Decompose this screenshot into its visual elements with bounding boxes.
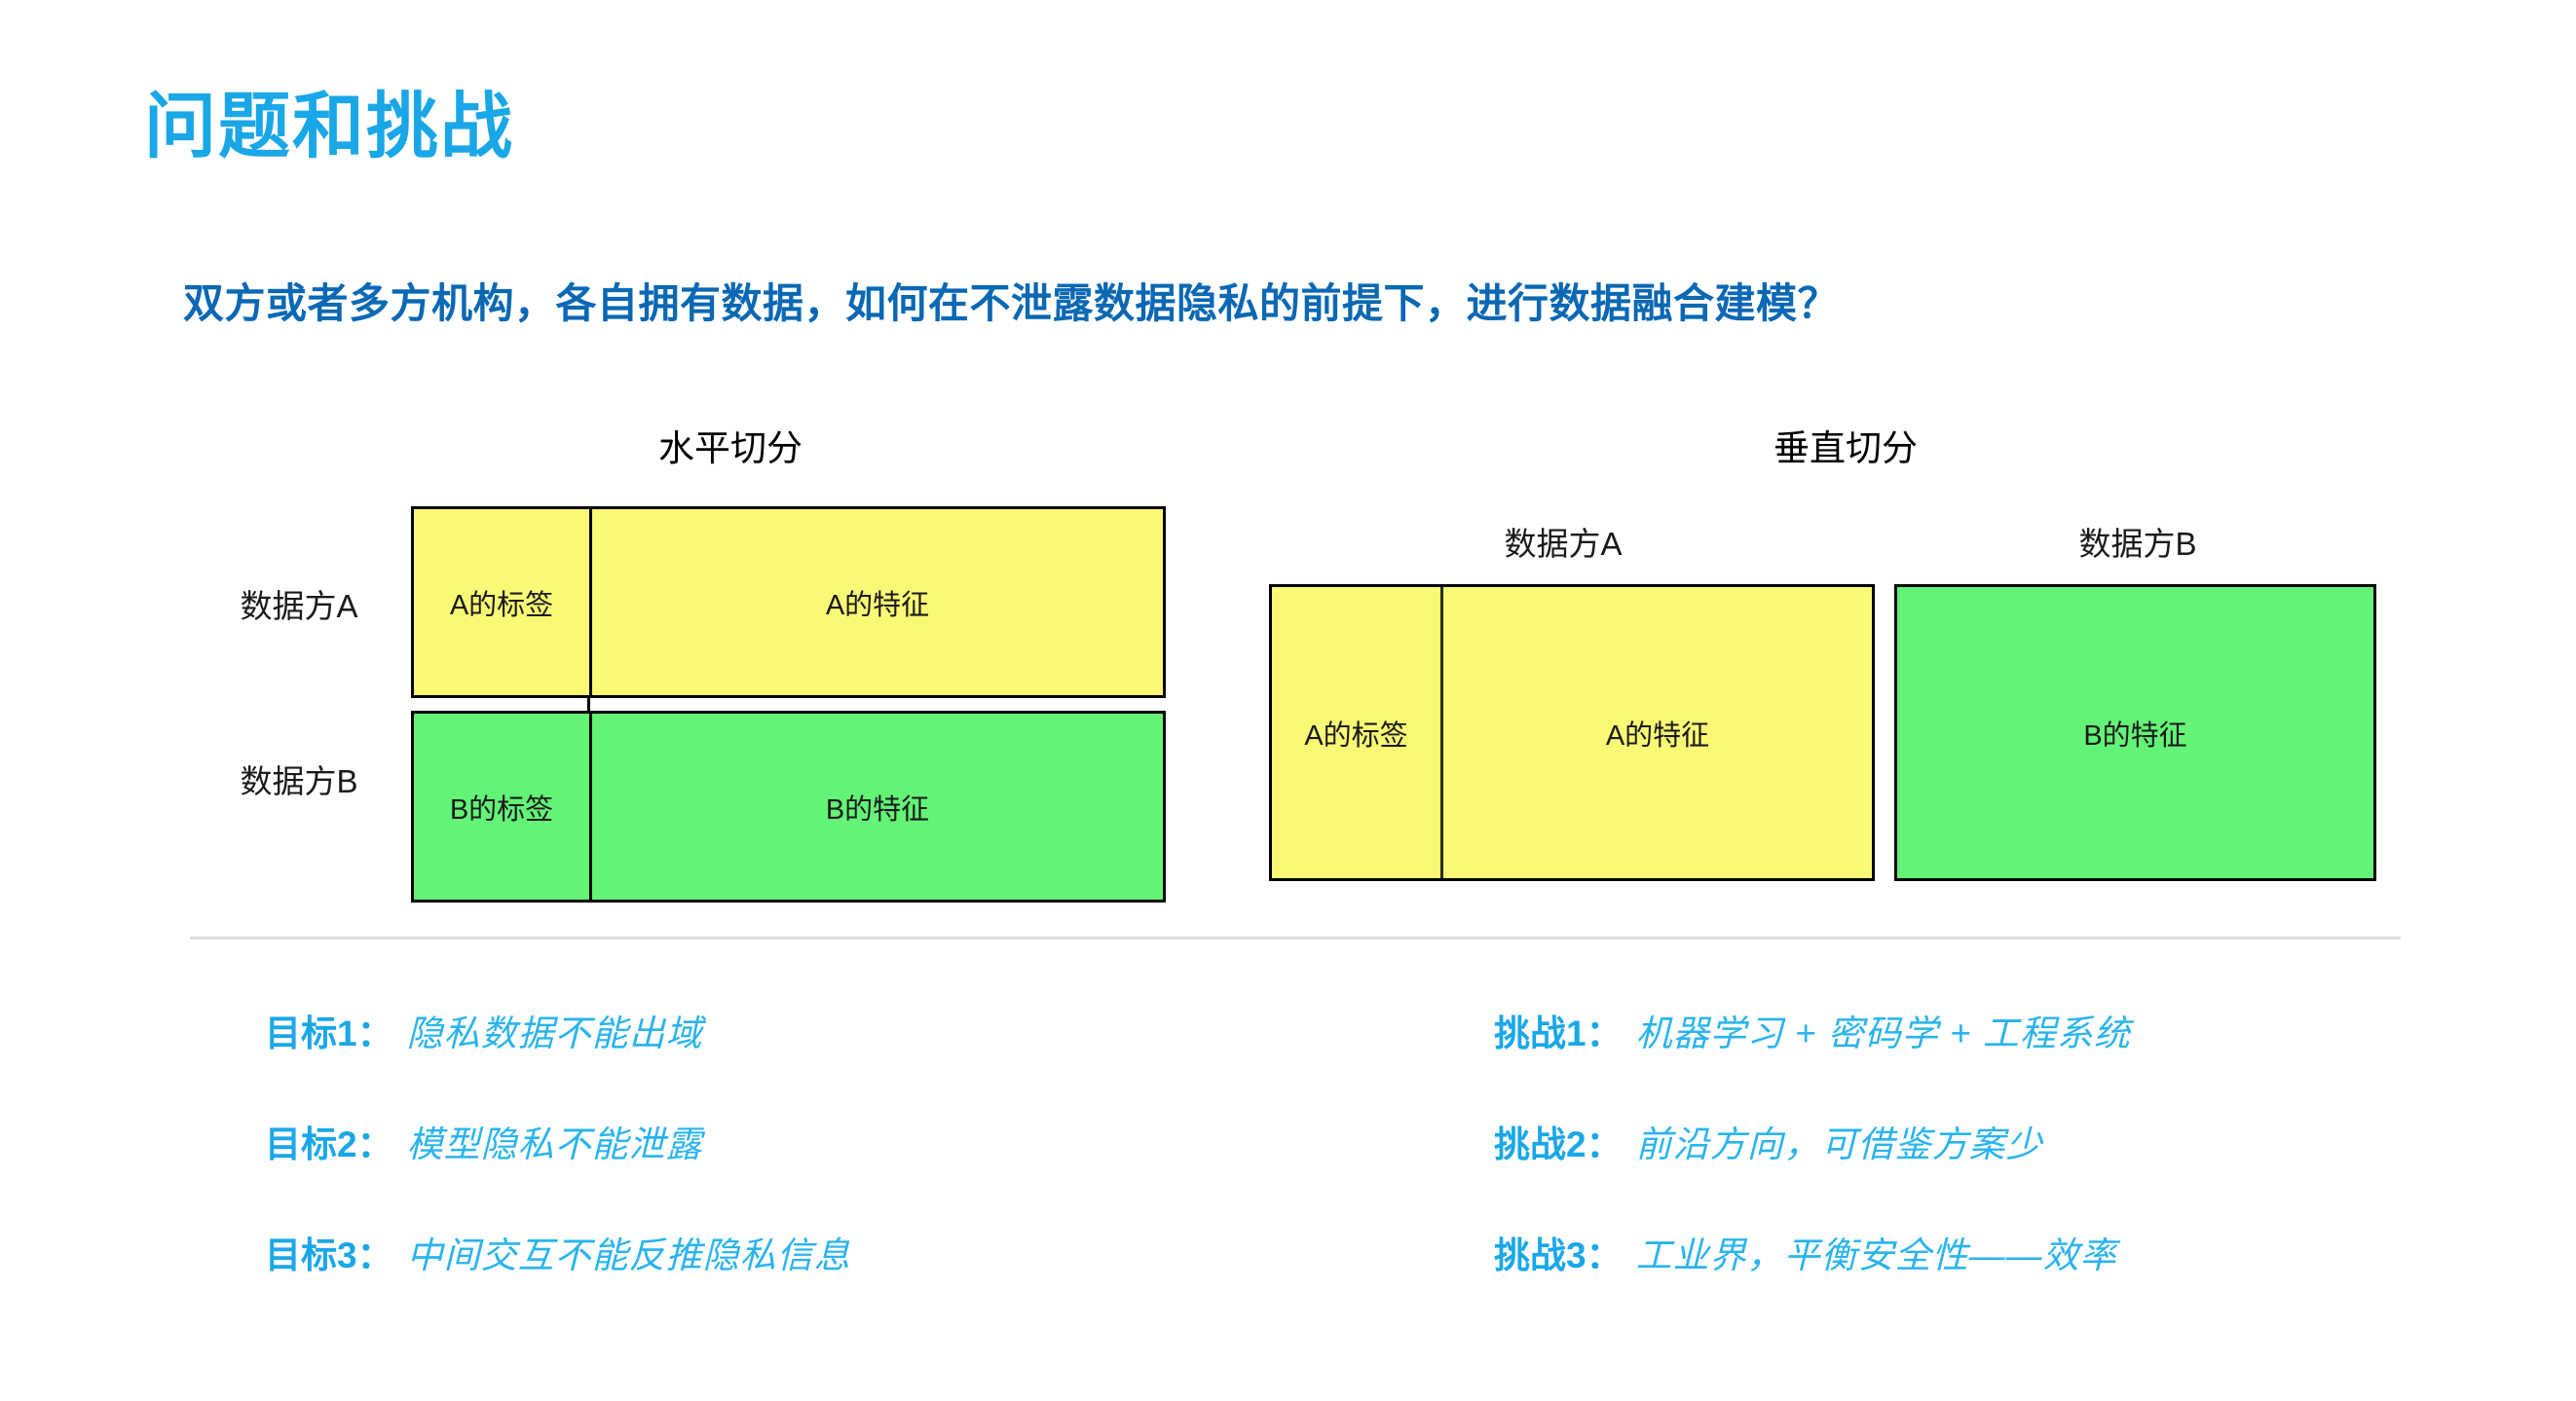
goal-item-3: 目标3： 中间交互不能反推隐私信息 (265, 1226, 851, 1278)
subtitle-question: 双方或者多方机构，各自拥有数据，如何在不泄露数据隐私的前提下，进行数据融合建模？ (183, 280, 1840, 326)
challenge-item-1: 挑战1： 机器学习 + 密码学 + 工程系统 (1494, 1004, 2131, 1056)
column-divider-connector (587, 697, 590, 713)
page-title: 问题和挑战 (144, 86, 514, 166)
goal-label-2: 目标2： (265, 1124, 393, 1164)
goal-label-1: 目标1： (265, 1014, 393, 1053)
challenge-text-3: 工业界，平衡安全性——效率 (1635, 1235, 2117, 1275)
vertical-block-party-b: B的特征 (1894, 584, 2376, 881)
goal-label-3: 目标3： (265, 1235, 393, 1275)
cell-features-party-a: A的特征 (825, 589, 930, 621)
vertical-cell-features-party-a: A的特征 (1605, 719, 1710, 752)
cell-label-party-b: B的标签 (414, 714, 592, 900)
goal-item-1: 目标1： 隐私数据不能出域 (265, 1004, 703, 1056)
diagram-title-horizontal-split: 水平切分 (658, 428, 803, 468)
challenge-text-1: 机器学习 + 密码学 + 工程系统 (1635, 1014, 2131, 1053)
goal-item-2: 目标2： 模型隐私不能泄露 (265, 1115, 703, 1167)
challenge-item-2: 挑战2： 前沿方向，可借鉴方案少 (1494, 1115, 2043, 1167)
vertical-cell-label-party-a: A的标签 (1272, 587, 1443, 878)
challenge-label-3: 挑战3： (1494, 1235, 1623, 1275)
challenge-text-2: 前沿方向，可借鉴方案少 (1635, 1124, 2043, 1164)
column-header-party-a: 数据方A (1504, 526, 1623, 562)
challenge-label-1: 挑战1： (1494, 1014, 1623, 1053)
horizontal-row-party-b: B的标签 B的特征 (411, 711, 1166, 903)
row-label-party-b: 数据方B (240, 763, 358, 799)
goal-text-3: 中间交互不能反推隐私信息 (406, 1235, 851, 1275)
goal-text-1: 隐私数据不能出域 (406, 1014, 703, 1053)
column-header-party-b: 数据方B (2078, 526, 2197, 562)
vertical-block-party-a: A的标签 A的特征 (1269, 584, 1875, 881)
horizontal-row-party-a: A的标签 A的特征 (411, 506, 1166, 698)
vertical-cell-features-party-b: B的特征 (2083, 719, 2187, 752)
cell-features-party-b: B的特征 (825, 793, 930, 826)
goal-text-2: 模型隐私不能泄露 (406, 1124, 703, 1164)
diagram-title-vertical-split: 垂直切分 (1773, 428, 1918, 468)
challenge-item-3: 挑战3： 工业界，平衡安全性——效率 (1494, 1226, 2117, 1278)
section-divider (190, 937, 2401, 940)
challenge-label-2: 挑战2： (1494, 1124, 1623, 1164)
row-label-party-a: 数据方A (240, 588, 358, 624)
cell-label-party-a: A的标签 (414, 509, 592, 695)
